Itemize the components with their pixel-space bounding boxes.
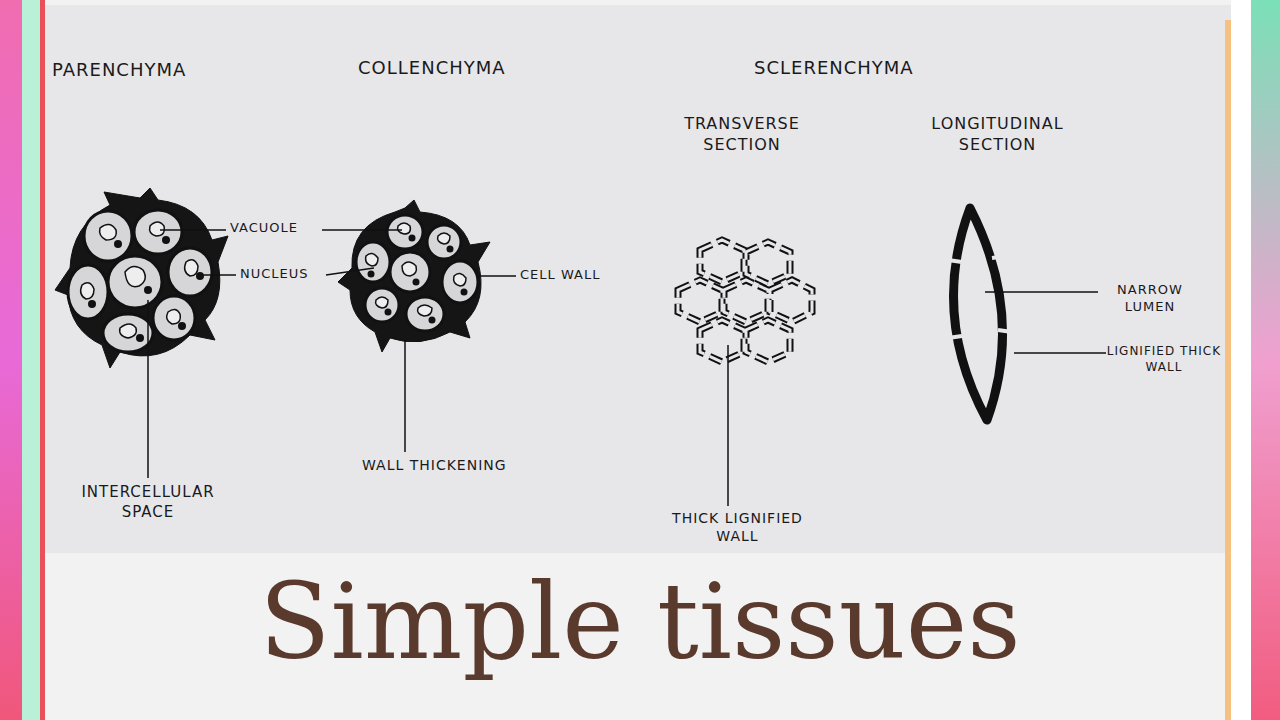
part-label: LIGNIFIED THICK WALL	[1106, 344, 1222, 375]
section-heading: LONGITUDINAL SECTION	[905, 114, 1090, 156]
left-stripe	[40, 0, 45, 720]
part-label: THICK LIGNIFIED WALL	[650, 509, 825, 545]
tissue-heading: COLLENCHYMA	[358, 56, 588, 79]
sclerenchyma-fibre	[954, 208, 1003, 420]
cell-mass	[55, 188, 228, 368]
cell	[153, 296, 195, 340]
nuclei	[368, 235, 468, 324]
part-label: NUCLEUS	[240, 266, 330, 283]
part-label: VACUOLE	[230, 220, 325, 237]
right-stripe	[1231, 0, 1251, 720]
left-stripe	[0, 0, 22, 720]
collenchyma-cluster	[338, 200, 490, 352]
vacuoles	[81, 222, 198, 338]
cell	[356, 242, 390, 282]
cell	[442, 261, 478, 303]
fibre-pits	[948, 256, 1012, 338]
cell	[406, 297, 444, 331]
sclerenchyma-transverse	[678, 240, 812, 362]
section-heading: TRANSVERSE SECTION	[662, 114, 822, 156]
sclerenchyma-transverse-lumen	[678, 240, 812, 362]
tissue-heading: PARENCHYMA	[52, 58, 282, 81]
cell	[365, 288, 399, 322]
cell	[427, 225, 461, 259]
cell	[68, 265, 108, 319]
cell	[168, 248, 212, 296]
part-label: NARROW LUMEN	[1100, 282, 1200, 316]
part-label: WALL THICKENING	[362, 456, 552, 474]
banner-title: Simple tissues	[60, 560, 1220, 685]
nuclei	[88, 236, 204, 342]
vacuoles	[366, 223, 466, 316]
part-label: CELL WALL	[520, 267, 630, 284]
cell	[103, 314, 153, 352]
right-stripe	[1251, 0, 1280, 720]
cell	[387, 215, 423, 249]
cell-mass	[338, 200, 490, 352]
left-stripe	[22, 0, 40, 720]
cell	[390, 252, 430, 292]
tissue-heading: SCLERENCHYMA	[754, 56, 994, 79]
parenchyma-cluster	[55, 188, 228, 368]
cell	[134, 210, 182, 254]
leader-lines	[148, 230, 1106, 506]
paper	[40, 5, 1235, 553]
right-stripe	[1225, 20, 1231, 720]
cell	[108, 256, 162, 308]
part-label: INTERCELLULAR SPACE	[68, 483, 228, 522]
cell	[84, 211, 132, 261]
